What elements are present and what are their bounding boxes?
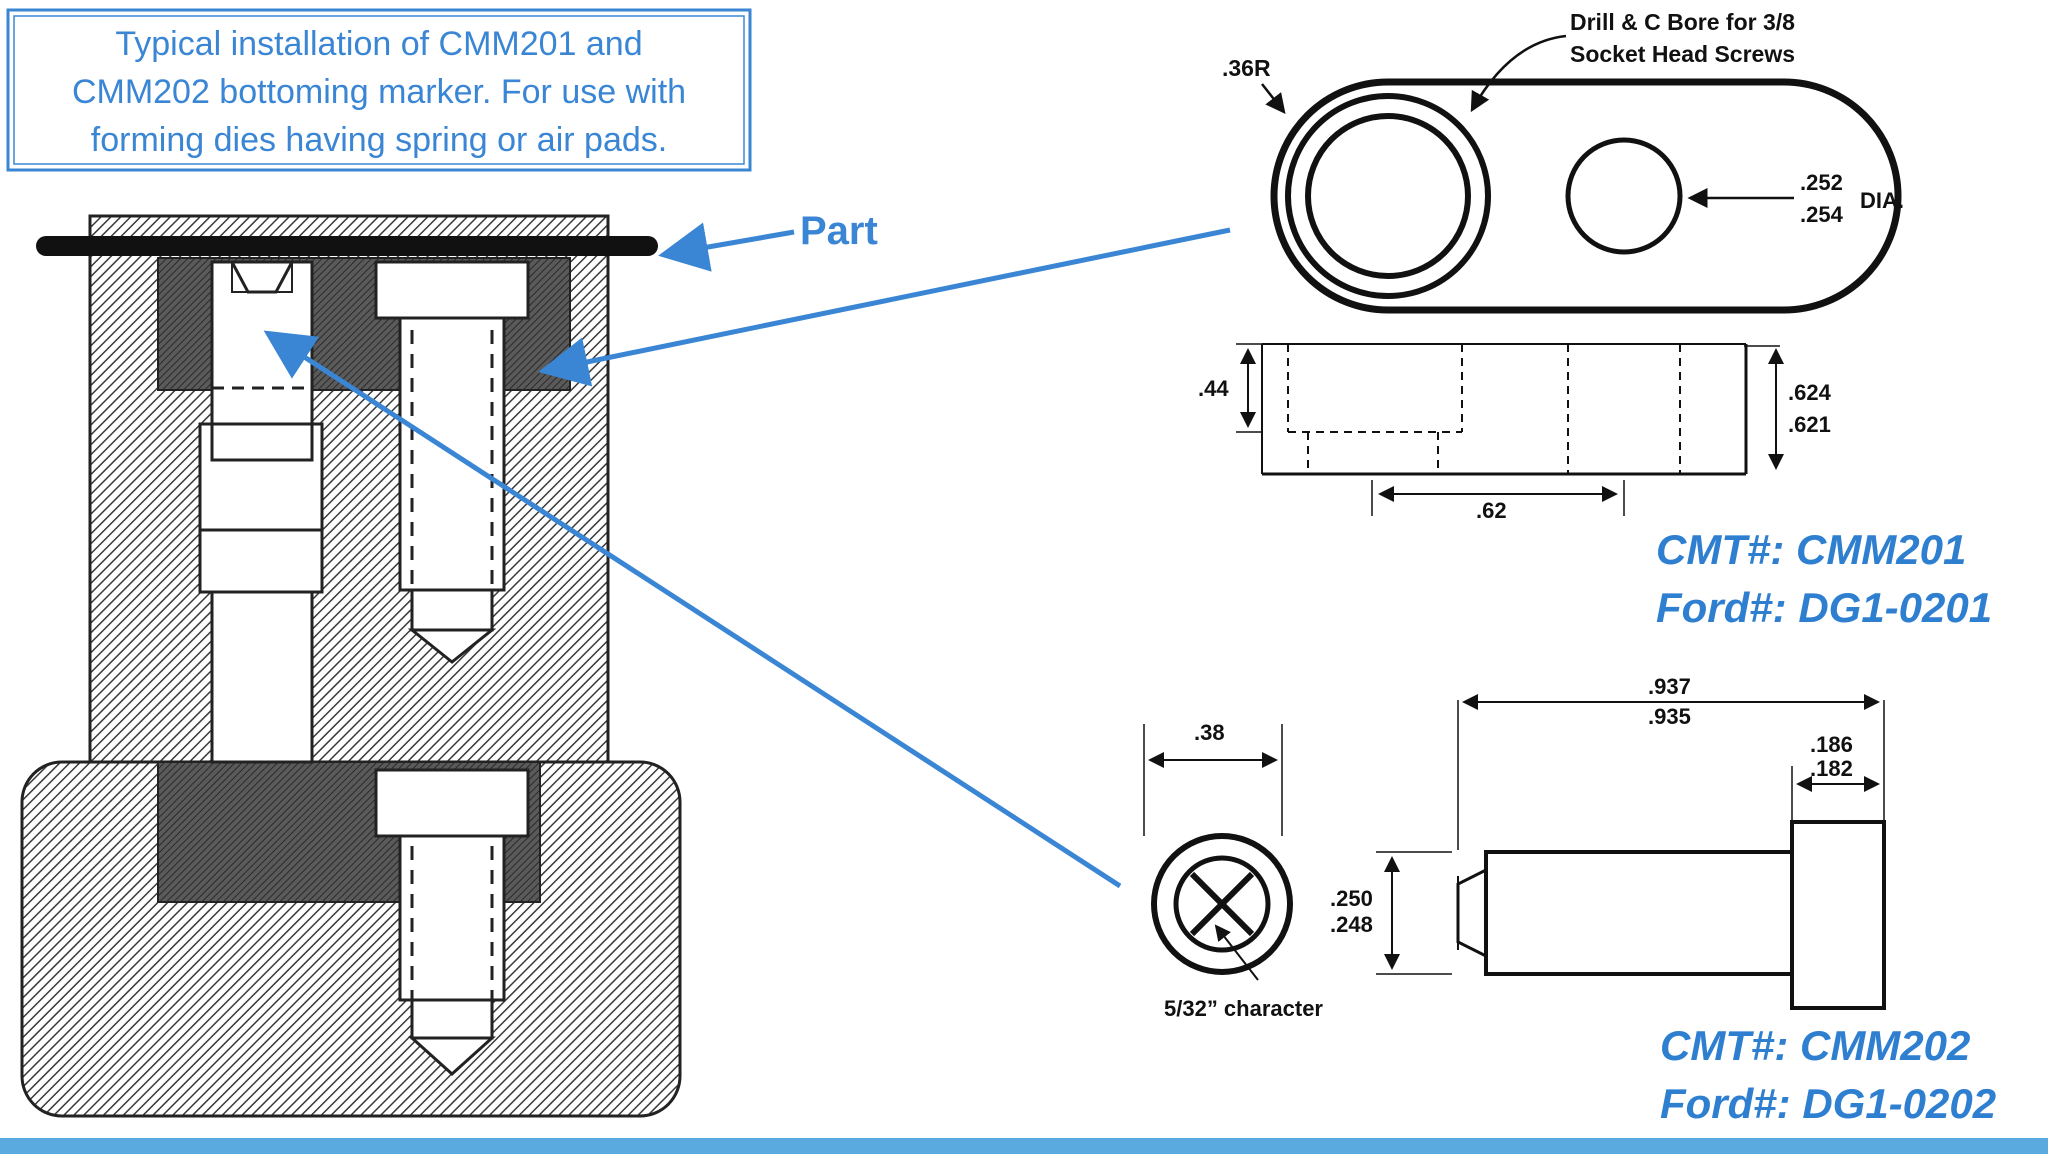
cmm201-leader-arrow bbox=[538, 227, 1231, 387]
caption-line-2: CMM202 bottoming marker. For use with bbox=[72, 73, 686, 111]
cmm202-shank-max: .250 bbox=[1330, 886, 1373, 911]
cmm202-end-view bbox=[1143, 724, 1293, 981]
cmm202-leader-arrow bbox=[263, 330, 1122, 889]
part-label: Part bbox=[800, 209, 878, 253]
cmm201-radius-label: .36R bbox=[1222, 55, 1271, 81]
footer-bar bbox=[0, 1138, 2048, 1154]
cmm202-length-max: .937 bbox=[1648, 674, 1691, 699]
cmm202-ford-number: Ford#: DG1-0202 bbox=[1660, 1080, 1996, 1127]
cmm201-height-min: .621 bbox=[1788, 412, 1831, 437]
cmm201-ford-number: Ford#: DG1-0201 bbox=[1656, 584, 1992, 631]
die-cross-section bbox=[20, 214, 682, 1118]
cmm201-hole-dia-min: .254 bbox=[1800, 202, 1844, 227]
cmm201-dia-suffix: DIA. bbox=[1860, 188, 1904, 213]
cmm202-character-note: 5/32” character bbox=[1164, 996, 1323, 1021]
cmm202-side-view bbox=[1376, 694, 1886, 1010]
cmm201-side-view bbox=[1236, 343, 1784, 516]
cmm201-callout-line-1: Drill & C Bore for 3/8 bbox=[1570, 9, 1795, 35]
cmm201-depth-label: .44 bbox=[1198, 376, 1229, 401]
lower-screw bbox=[374, 768, 530, 1077]
part-arrow bbox=[658, 222, 795, 272]
cmm202-cmt-number: CMT#: CMM202 bbox=[1660, 1022, 1970, 1069]
caption-box: Typical installation of CMM201 and CMM20… bbox=[6, 8, 752, 172]
cmm201-top-view bbox=[1270, 78, 1902, 314]
caption-line-1: Typical installation of CMM201 and bbox=[115, 25, 642, 63]
cmm201-cmt-number: CMT#: CMM201 bbox=[1656, 526, 1966, 573]
caption-line-3: forming dies having spring or air pads. bbox=[91, 121, 667, 159]
cmm201-callout-line-2: Socket Head Screws bbox=[1570, 41, 1795, 67]
cmm202-face-width: .38 bbox=[1194, 720, 1225, 745]
cmm202-shank-min: .248 bbox=[1330, 912, 1373, 937]
cmm201-spacing-label: .62 bbox=[1476, 498, 1507, 523]
cmm202-length-min: .935 bbox=[1648, 704, 1691, 729]
cmm202-head-max: .186 bbox=[1810, 732, 1853, 757]
cmm201-hole-dia-max: .252 bbox=[1800, 170, 1843, 195]
cmm201-height-max: .624 bbox=[1788, 380, 1832, 405]
cmm202-head-min: .182 bbox=[1810, 756, 1853, 781]
